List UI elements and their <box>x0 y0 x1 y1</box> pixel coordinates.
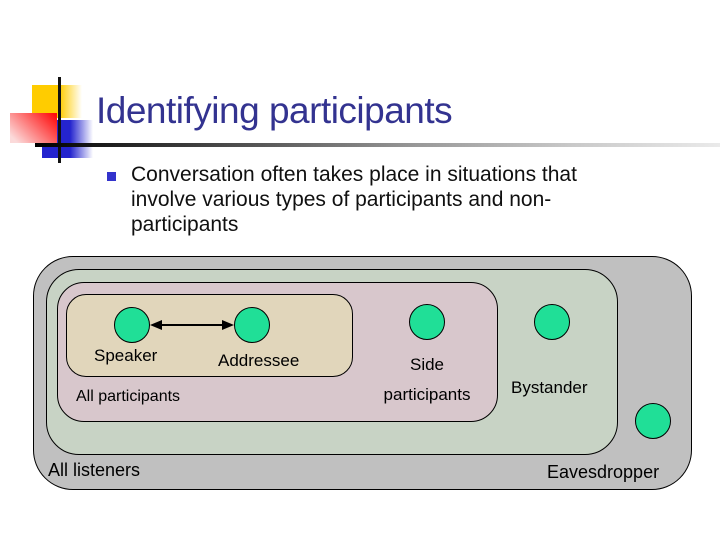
logo-yellow-square-icon <box>32 85 82 118</box>
bullet-text-line: involve various types of participants an… <box>131 188 552 211</box>
bystander-label: Bystander <box>511 378 588 397</box>
title-divider-rule <box>35 143 720 147</box>
logo-red-square-icon <box>10 113 57 143</box>
side-participants-label-line: Side <box>409 355 445 374</box>
double-arrow-icon <box>150 320 234 330</box>
all-listeners-label: All listeners <box>48 460 141 480</box>
speaker-label: Speaker <box>94 346 158 365</box>
bullet-text-line: participants <box>131 213 239 236</box>
conversation-box <box>66 294 353 377</box>
bullet-text-line: Conversation often takes place in situat… <box>131 163 577 186</box>
bullet-marker-icon <box>107 172 116 181</box>
addressee-circle <box>234 307 270 343</box>
addressee-label: Addressee <box>218 351 300 370</box>
all-participants-label: All participants <box>76 388 181 405</box>
logo-vertical-line <box>58 77 61 163</box>
side-participants-label-line: participants <box>383 385 471 404</box>
page-title: Identifying participants <box>96 90 453 131</box>
bullet-paragraph: Conversation often takes place in situat… <box>131 162 577 237</box>
side-participants-label: Side participants <box>360 350 494 410</box>
speaker-circle <box>114 307 150 343</box>
bystander-circle <box>534 304 570 340</box>
eavesdropper-label: Eavesdropper <box>547 462 660 482</box>
side-participant-circle <box>409 304 445 340</box>
eavesdropper-circle <box>635 403 671 439</box>
